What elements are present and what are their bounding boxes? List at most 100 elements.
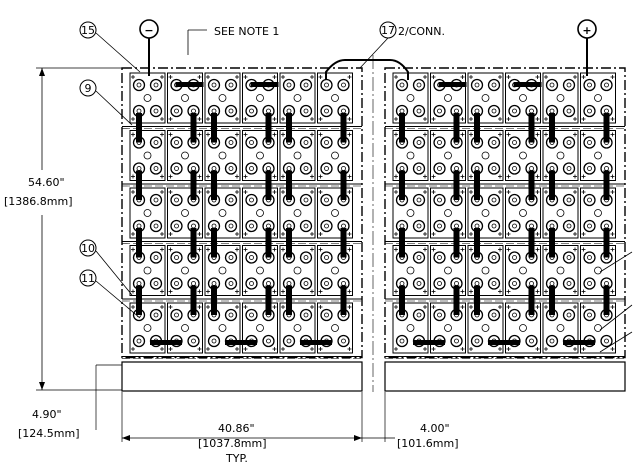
vent-cap [293, 94, 302, 102]
terminal-bolt [437, 166, 442, 171]
terminal-post [207, 334, 221, 348]
inter-tier-jumper [528, 285, 535, 315]
terminal-bolt [566, 197, 572, 203]
cell-case [580, 130, 616, 181]
vent-cap [256, 94, 264, 102]
terminal-bolt [266, 108, 271, 114]
battery-cell [542, 245, 579, 296]
terminal-bolt [604, 166, 609, 171]
vent-cap [594, 266, 602, 275]
terminal-post [224, 308, 238, 322]
vent-cap [481, 266, 490, 275]
terminal-bolt [474, 338, 480, 344]
inter-tier-jumper [265, 228, 272, 258]
gap-dim-inches: 4.00" [420, 422, 450, 435]
terminal-bolt [174, 166, 179, 171]
vent-cap [256, 324, 264, 332]
cell-case [167, 245, 203, 296]
battery-cell [204, 72, 241, 124]
arrowhead [39, 382, 45, 390]
inter-tier-jumper [528, 170, 535, 200]
terminal-post [149, 251, 163, 264]
vent-cap [594, 151, 602, 160]
positive-terminal-label: + [582, 24, 591, 37]
cell-case [392, 302, 429, 354]
inter-tier-jumper [211, 113, 217, 143]
vent-cap [406, 209, 415, 217]
terminal-post [299, 277, 313, 290]
terminal-bolt [211, 108, 217, 114]
terminal-bolt [303, 82, 309, 88]
vent-cap [143, 324, 152, 332]
inter-tier-jumper [453, 113, 460, 143]
battery-cell [542, 72, 579, 124]
vent-cap [481, 209, 490, 217]
vent-cap [181, 94, 189, 102]
cell-case [580, 302, 616, 354]
terminal-bolt [587, 166, 592, 171]
terminal-post [545, 334, 559, 348]
terminal-bolt [416, 140, 422, 145]
vent-cap [218, 324, 227, 332]
bottom-jumper [413, 340, 445, 345]
terminal-post [299, 193, 313, 207]
terminal-bolt [153, 82, 159, 88]
inter-tier-jumper [603, 113, 610, 143]
terminal-post [149, 277, 163, 290]
cell-case [467, 302, 504, 354]
cell-case [204, 245, 241, 296]
terminal-post [487, 251, 501, 264]
terminal-bolt [474, 108, 480, 114]
terminal-post [170, 277, 183, 290]
terminal-post [508, 219, 521, 233]
terminal-bolt [491, 255, 497, 260]
cell-case [542, 302, 579, 354]
terminal-bolt [324, 281, 329, 286]
cell-case [317, 130, 353, 181]
terminal-post [299, 219, 313, 233]
vent-cap [181, 209, 189, 217]
battery-cell [392, 245, 429, 296]
battery-cell [129, 130, 166, 181]
cell-case [167, 302, 203, 354]
terminal-post [320, 251, 333, 264]
vent-cap [594, 209, 602, 217]
vent-cap [556, 151, 565, 160]
terminal-post [149, 219, 163, 233]
terminal-post [187, 334, 200, 348]
bottom-jumper [563, 340, 595, 345]
base-dim-mm: [124.5mm] [18, 427, 80, 440]
terminal-bolt [587, 82, 592, 88]
cell-case [467, 187, 504, 239]
leader-line [95, 250, 133, 296]
terminal-bolt [191, 223, 196, 229]
terminal-post [525, 334, 538, 348]
terminal-post [562, 193, 576, 207]
terminal-bolt [437, 140, 442, 145]
terminal-bolt [399, 223, 405, 229]
terminal-bolt [491, 108, 497, 114]
terminal-bolt [549, 338, 555, 344]
cell-case [542, 245, 579, 296]
cell-case [542, 130, 579, 181]
vent-cap [444, 94, 452, 102]
inter-tier-jumper [340, 170, 347, 200]
terminal-bolt [211, 281, 217, 286]
rack-tier [122, 72, 362, 129]
terminal-bolt [174, 140, 179, 145]
cell-case [505, 245, 541, 296]
callout-balloon [79, 239, 97, 257]
terminal-post [433, 162, 446, 175]
battery-cell [204, 130, 241, 181]
vent-cap [556, 266, 565, 275]
vent-cap [556, 94, 565, 102]
terminal-bolt [512, 281, 517, 286]
battery-cell [279, 302, 316, 354]
cell-case [467, 245, 504, 296]
inter-tier-jumper [265, 113, 272, 143]
callout-number: 11 [81, 272, 95, 285]
vent-cap [256, 209, 264, 217]
terminal-post [224, 251, 238, 264]
cell-case [392, 245, 429, 296]
